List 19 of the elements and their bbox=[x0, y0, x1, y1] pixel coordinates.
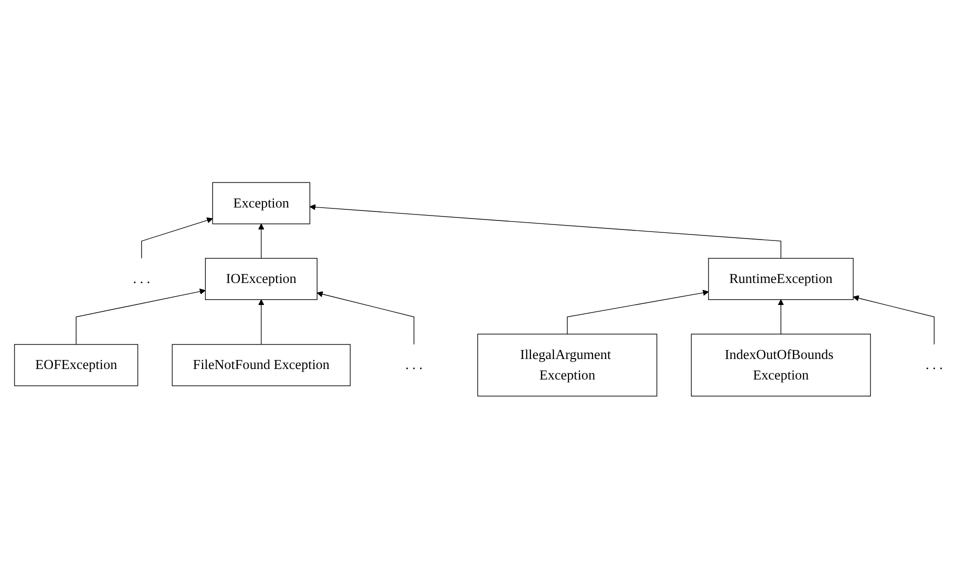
arrow bbox=[316, 290, 414, 344]
node-box: RuntimeException bbox=[708, 258, 854, 300]
arrow bbox=[75, 288, 206, 344]
node-box: IndexOutOfBounds Exception bbox=[690, 333, 870, 396]
node-box: IOException bbox=[204, 258, 317, 300]
arrow bbox=[258, 223, 264, 258]
arrow bbox=[777, 299, 784, 334]
node-box: IllegalArgument Exception bbox=[476, 333, 657, 396]
node-text: . . . bbox=[132, 271, 150, 286]
node-box: Exception bbox=[212, 182, 310, 224]
arrow bbox=[309, 204, 781, 258]
node-box: FileNotFound Exception bbox=[171, 344, 350, 386]
arrow bbox=[258, 299, 264, 344]
arrow bbox=[566, 289, 708, 334]
arrow bbox=[852, 294, 934, 344]
arrow bbox=[140, 217, 212, 258]
node-box: EOFException bbox=[14, 344, 138, 386]
node-text: . . . bbox=[925, 357, 942, 372]
node-text: . . . bbox=[404, 357, 422, 372]
